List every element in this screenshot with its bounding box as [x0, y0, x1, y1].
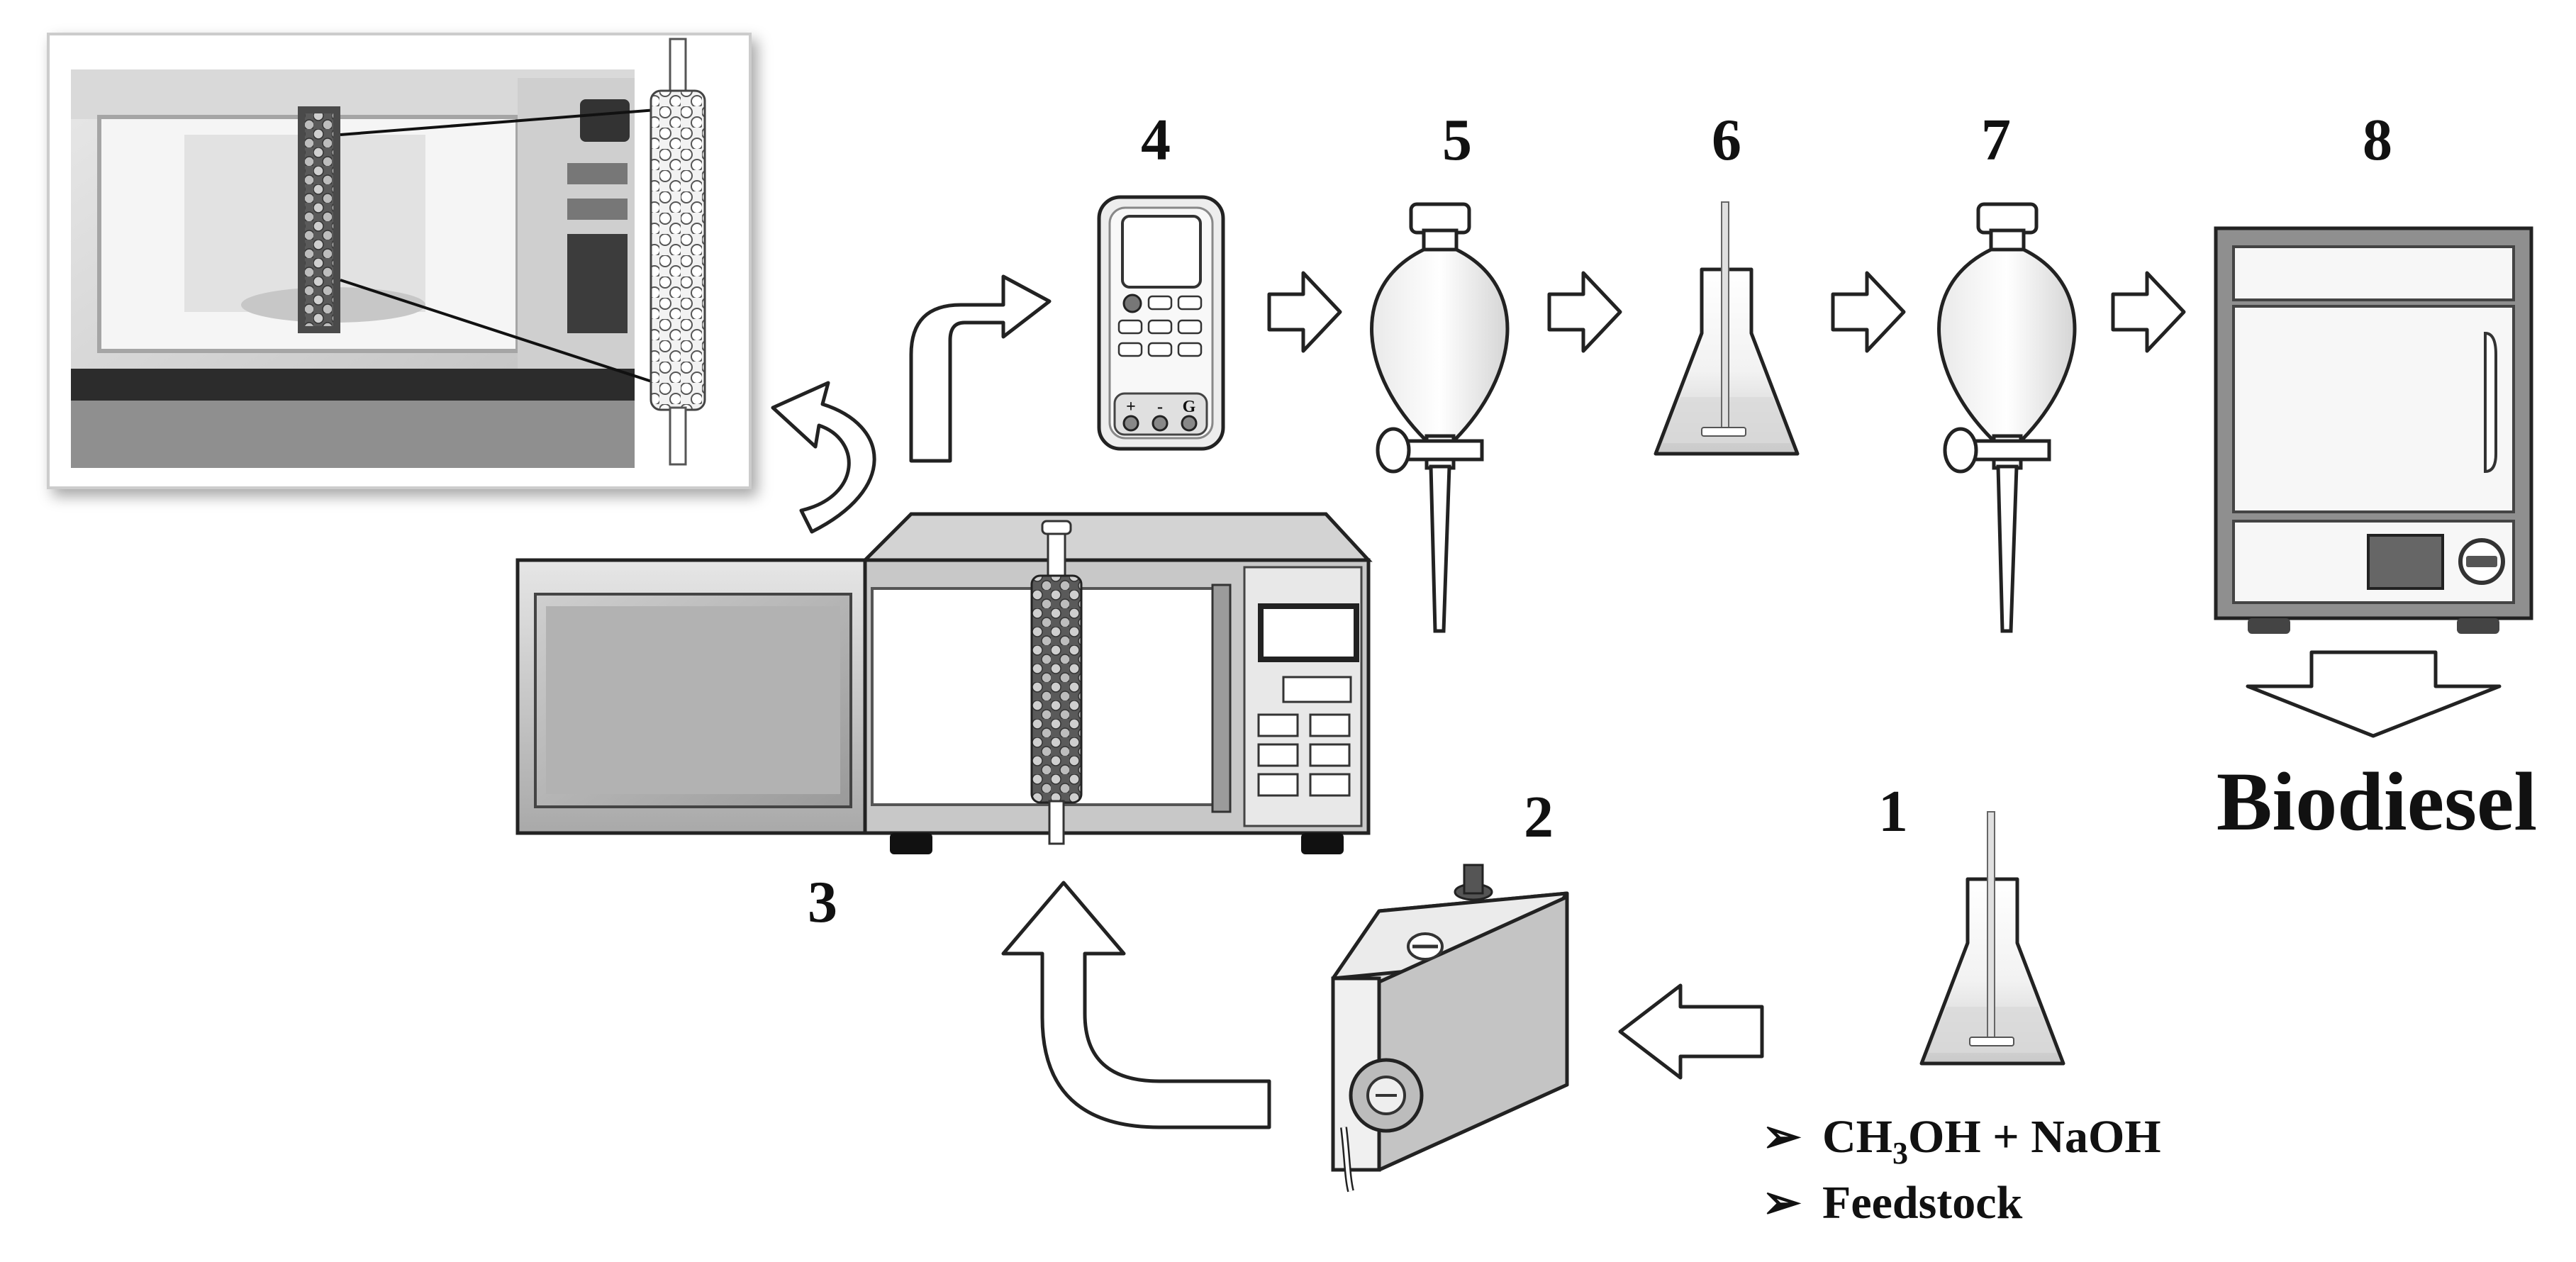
input-list-bullet-2: ➢: [1762, 1177, 1802, 1229]
label-step-1: 1: [1878, 778, 1908, 844]
zoom-arrow: [771, 381, 876, 534]
product-label: Biodiesel: [2217, 755, 2537, 848]
separatory-funnel-1: [1370, 202, 1510, 633]
flow-arrow-flask-to-pump: [1618, 983, 1764, 1080]
separatory-funnel-2: [1937, 202, 2077, 633]
label-step-4: 4: [1141, 107, 1171, 173]
label-step-5: 5: [1442, 107, 1472, 173]
reagent-subscript: 3: [1892, 1136, 1908, 1171]
flow-arrow-5-6: [1547, 271, 1622, 353]
label-step-6: 6: [1712, 107, 1741, 173]
erlenmeyer-flask-1: [1919, 811, 2065, 1066]
erlenmeyer-flask-6: [1654, 201, 1800, 456]
meter-minus-terminal: -: [1157, 398, 1163, 416]
peristaltic-pump: [1331, 864, 1569, 1193]
label-step-3: 3: [808, 869, 837, 935]
flow-arrow-4-5: [1267, 271, 1342, 353]
meter-plus-terminal: +: [1126, 398, 1136, 416]
flow-arrow-pump-to-reactor: [1001, 881, 1271, 1129]
microwave-photo-inset: [47, 33, 752, 489]
multimeter: + - G: [1097, 195, 1225, 451]
input-feedstock: Feedstock: [1822, 1177, 2023, 1229]
label-step-7: 7: [1981, 107, 2011, 173]
label-step-2: 2: [1524, 784, 1554, 850]
reagent-prefix: CH: [1822, 1111, 1892, 1163]
flow-arrow-reactor-to-meter: [909, 274, 1052, 463]
flow-arrow-oven-to-product: [2246, 650, 2502, 738]
label-step-8: 8: [2363, 107, 2392, 173]
flow-arrow-6-7: [1831, 271, 1906, 353]
meter-ground-terminal: G: [1183, 398, 1196, 416]
input-reagents: CH3OH + NaOH: [1822, 1111, 2161, 1171]
reagent-suffix: OH + NaOH: [1908, 1111, 2161, 1163]
drying-oven: [2214, 226, 2533, 634]
flow-arrow-7-8: [2111, 271, 2186, 353]
input-list-bullet-1: ➢: [1762, 1111, 1802, 1163]
microwave-reactor: [515, 512, 1373, 854]
